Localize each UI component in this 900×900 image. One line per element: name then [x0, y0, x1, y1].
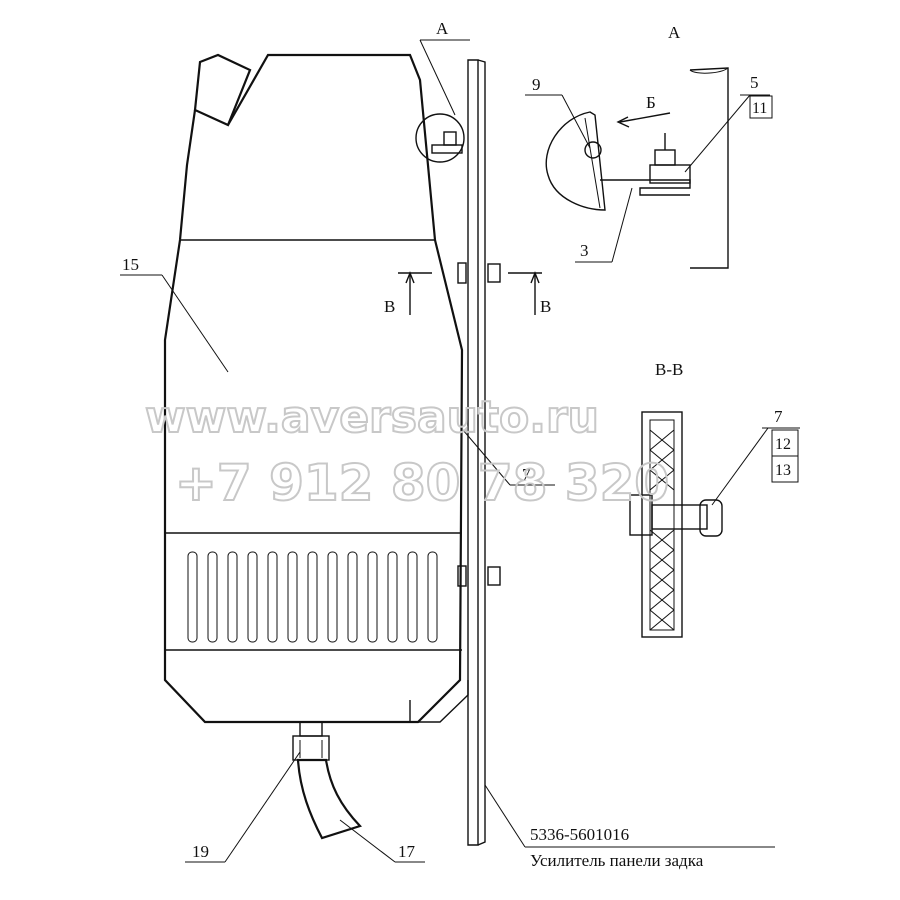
- drain-hose: [296, 758, 363, 840]
- label-part-7-section: 7: [774, 407, 783, 426]
- part-number: 5336-5601016: [530, 825, 629, 844]
- label-part-9: 9: [532, 75, 541, 94]
- label-part-7-main: 7: [522, 465, 531, 484]
- leader-lines: [120, 39, 800, 863]
- label-part-19: 19: [192, 842, 209, 861]
- watermark-phone: +7 912 80 78 320: [175, 454, 669, 512]
- label-part-13: 13: [775, 462, 791, 479]
- section-arrow-right-label: В: [540, 297, 551, 316]
- view-a-title: А: [668, 23, 681, 42]
- watermark-url: www.aversauto.ru: [145, 392, 599, 443]
- label-part-12: 12: [775, 436, 791, 453]
- section-arrow-left-label: В: [384, 297, 395, 316]
- label-part-3: 3: [580, 241, 589, 260]
- label-part-11: 11: [752, 100, 767, 117]
- label-part-17: 17: [398, 842, 416, 861]
- view-a-callout: А: [436, 19, 449, 38]
- tank-grille: [187, 551, 438, 643]
- view-a-detail: [545, 67, 729, 269]
- label-part-5: 5: [750, 73, 759, 92]
- section-bb-detail: [629, 411, 723, 638]
- part-name: Усилитель панели задка: [530, 851, 704, 870]
- section-bb-title: В-В: [655, 360, 683, 379]
- label-part-15: 15: [122, 255, 139, 274]
- section-arrows-bb: [398, 271, 542, 315]
- tank-body: [163, 53, 464, 724]
- rear-panel-reinforcement: [409, 59, 501, 846]
- direction-arrow-label: Б: [646, 93, 656, 112]
